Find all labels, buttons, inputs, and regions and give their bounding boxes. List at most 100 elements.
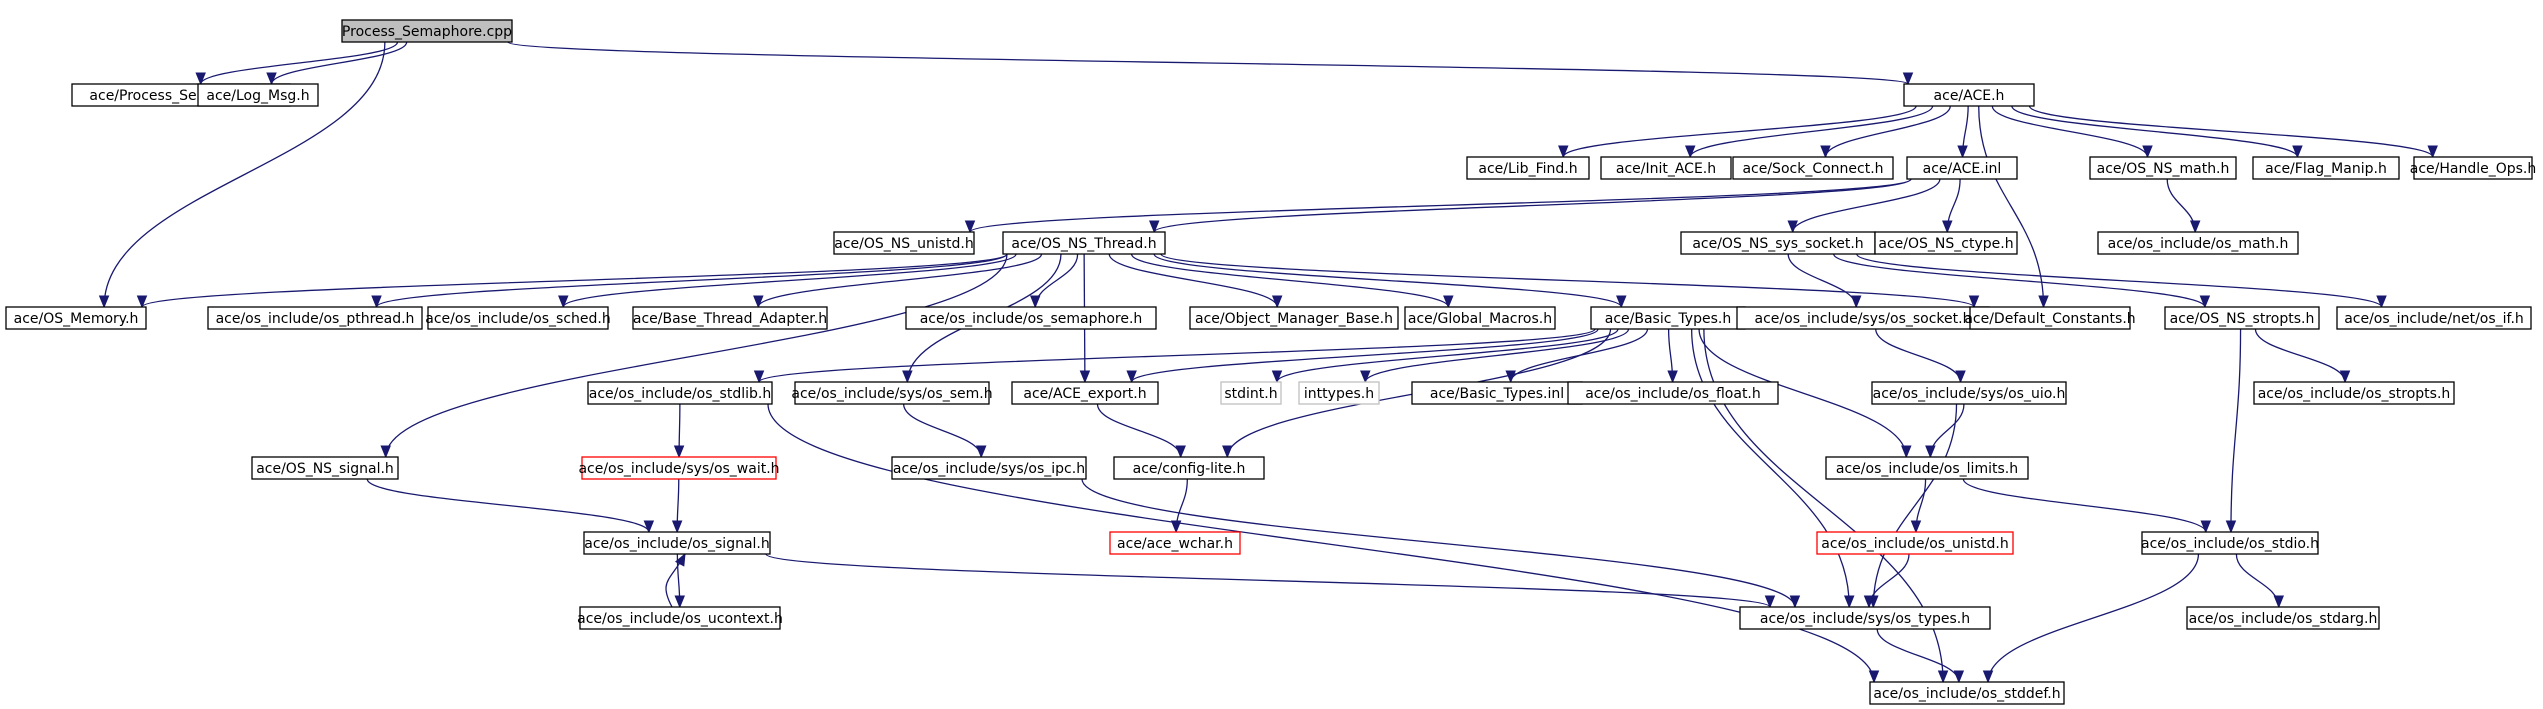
node-root[interactable]: Process_Semaphore.cpp: [341, 19, 513, 43]
edge-basictypes-aceexport: [1130, 328, 1599, 383]
edge-arrowhead: [1937, 670, 1949, 684]
edges-layer: [98, 41, 2438, 684]
edge-arrowhead: [1175, 445, 1186, 459]
edge-basictypes-systypes: [1690, 328, 1850, 608]
node-syssem[interactable]: ace/os_include/sys/os_sem.h: [791, 381, 993, 405]
node-osstropts[interactable]: ace/os_include/os_stropts.h: [2253, 381, 2455, 405]
node-box: [833, 231, 975, 255]
node-systypes[interactable]: ace/os_include/sys/os_types.h: [1739, 606, 1991, 630]
node-osstddef[interactable]: ace/os_include/os_stddef.h: [1869, 681, 2065, 705]
node-ossched[interactable]: ace/os_include/os_sched.h: [425, 306, 611, 330]
node-label: ace/OS_NS_sys_socket.h: [1692, 236, 1863, 252]
node-basethread[interactable]: ace/Base_Thread_Adapter.h: [632, 306, 828, 330]
node-netosif[interactable]: ace/os_include/net/os_if.h: [2336, 306, 2532, 330]
node-libfind[interactable]: ace/Lib_Find.h: [1466, 156, 1590, 180]
edge-arrowhead: [1957, 145, 1968, 159]
node-osunistd[interactable]: ace/os_include/os_unistd.h: [1816, 531, 2014, 555]
node-box: [2252, 156, 2400, 180]
edge-root-ace_h: [507, 41, 1909, 85]
edge-arrowhead: [2199, 295, 2211, 309]
node-box: [197, 83, 319, 107]
node-label: ace/os_include/sys/os_socket.h: [1755, 311, 1972, 327]
edge-arrowhead: [1925, 445, 1936, 459]
node-basictypesinl[interactable]: ace/Basic_Types.inl: [1411, 381, 1583, 405]
node-osnsstropts[interactable]: ace/OS_NS_stropts.h: [2164, 306, 2320, 330]
node-label: ace/OS_NS_math.h: [2097, 161, 2230, 177]
edge-sysuio-oslimits: [1929, 403, 1965, 458]
node-inttypes[interactable]: inttypes.h: [1298, 381, 1380, 405]
node-globalmacros[interactable]: ace/Global_Macros.h: [1404, 306, 1556, 330]
node-syssocket[interactable]: ace/os_include/sys/os_socket.h: [1736, 306, 1990, 330]
node-box: [1002, 231, 1166, 255]
edge-arrowhead: [2200, 520, 2212, 534]
edge-arrowhead: [1942, 220, 1953, 234]
node-ossignal[interactable]: ace/os_include/os_signal.h: [583, 531, 771, 555]
node-ospthread[interactable]: ace/os_include/os_pthread.h: [207, 306, 423, 330]
node-box: [1600, 156, 1732, 180]
node-initace[interactable]: ace/Init_ACE.h: [1600, 156, 1732, 180]
edge-arrowhead: [1764, 595, 1776, 609]
node-syswait[interactable]: ace/os_include/sys/os_wait.h: [578, 456, 780, 480]
node-osmemory[interactable]: ace/OS_Memory.h: [5, 306, 147, 330]
node-box: [2186, 606, 2380, 630]
node-ossemaphore[interactable]: ace/os_include/os_semaphore.h: [905, 306, 1157, 330]
edge-arrowhead: [371, 295, 382, 309]
node-objmgr[interactable]: ace/Object_Manager_Base.h: [1189, 306, 1399, 330]
edge-oslimits-osstdio: [1962, 478, 2207, 533]
node-defconst[interactable]: ace/Default_Constants.h: [1964, 306, 2136, 330]
node-label: ace/OS_Memory.h: [14, 311, 139, 327]
edge-osnsthread-ossched: [562, 253, 1017, 308]
edge-arrowhead: [975, 445, 987, 459]
edge-arrowhead: [2142, 145, 2153, 159]
node-configlite[interactable]: ace/config-lite.h: [1113, 456, 1265, 480]
edge-arrowhead: [674, 595, 686, 609]
node-aceexport[interactable]: ace/ACE_export.h: [1011, 381, 1159, 405]
node-box: [1739, 606, 1991, 630]
node-box: [1011, 381, 1159, 405]
edge-basictypes-oslimits: [1698, 328, 1907, 458]
node-label: inttypes.h: [1304, 386, 1374, 402]
node-osnssignal[interactable]: ace/OS_NS_signal.h: [251, 456, 399, 480]
node-box: [1189, 306, 1399, 330]
node-box: [1404, 306, 1556, 330]
node-osucontext[interactable]: ace/os_include/os_ucontext.h: [577, 606, 783, 630]
node-logmsg[interactable]: ace/Log_Msg.h: [197, 83, 319, 107]
node-stdint[interactable]: stdint.h: [1220, 381, 1282, 405]
node-osfloat[interactable]: ace/os_include/os_float.h: [1567, 381, 1779, 405]
node-label: ace/os_include/os_math.h: [2108, 236, 2289, 252]
edge-arrowhead: [1902, 72, 1914, 86]
node-osincmath[interactable]: ace/os_include/os_math.h: [2097, 231, 2299, 255]
node-basictypes[interactable]: ace/Basic_Types.h: [1590, 306, 1746, 330]
node-oslimits[interactable]: ace/os_include/os_limits.h: [1825, 456, 2029, 480]
node-box: [5, 306, 147, 330]
node-ace_inl[interactable]: ace/ACE.inl: [1906, 156, 2018, 180]
node-handleops[interactable]: ace/Handle_Ops.h: [2410, 156, 2537, 180]
node-label: ace/os_include/os_pthread.h: [216, 311, 415, 327]
node-acewchar[interactable]: ace/ace_wchar.h: [1109, 531, 1241, 555]
node-label: ace/os_include/os_stddef.h: [1873, 686, 2060, 702]
node-label: ace/os_include/os_sched.h: [425, 311, 610, 327]
edge-aceexport-configlite: [1096, 403, 1182, 458]
edge-osnsthread-basethread: [757, 253, 1043, 308]
edge-arrowhead: [1982, 670, 1994, 684]
node-osnssyssocket[interactable]: ace/OS_NS_sys_socket.h: [1680, 231, 1876, 255]
edge-arrowhead: [753, 295, 764, 309]
node-sysipc[interactable]: ace/os_include/sys/os_ipc.h: [891, 456, 1087, 480]
node-flagmanip[interactable]: ace/Flag_Manip.h: [2252, 156, 2400, 180]
node-osstdlib[interactable]: ace/os_include/os_stdlib.h: [587, 381, 773, 405]
node-osnsunistd[interactable]: ace/OS_NS_unistd.h: [833, 231, 975, 255]
node-box: [632, 306, 828, 330]
node-osnsmath[interactable]: ace/OS_NS_math.h: [2089, 156, 2237, 180]
node-box: [1567, 381, 1779, 405]
node-ace_h[interactable]: ace/ACE.h: [1903, 83, 2035, 107]
node-osstdarg[interactable]: ace/os_include/os_stdarg.h: [2186, 606, 2380, 630]
node-sockconn[interactable]: ace/Sock_Connect.h: [1732, 156, 1894, 180]
edge-arrowhead: [1684, 145, 1696, 159]
node-osnsctype[interactable]: ace/OS_NS_ctype.h: [1874, 231, 2018, 255]
edge-arrowhead: [1863, 595, 1875, 609]
node-osstdio[interactable]: ace/os_include/os_stdio.h: [2141, 531, 2319, 555]
node-sysuio[interactable]: ace/os_include/sys/os_uio.h: [1871, 381, 2067, 405]
node-osnsthread[interactable]: ace/OS_NS_Thread.h: [1002, 231, 1166, 255]
edge-arrowhead: [2225, 520, 2237, 534]
edge-basictypes-osstdlib: [758, 328, 1596, 383]
